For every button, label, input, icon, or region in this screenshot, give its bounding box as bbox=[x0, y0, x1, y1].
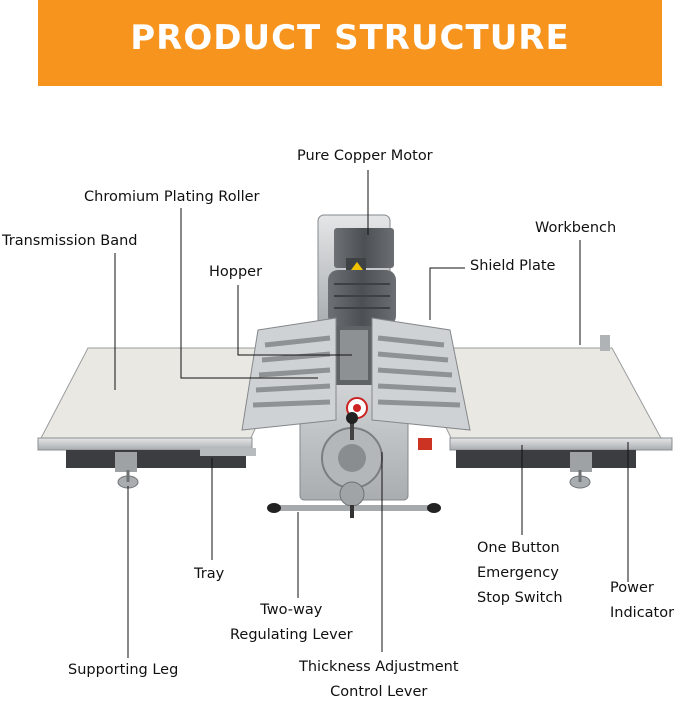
label-emergency-switch-line3: Stop Switch bbox=[477, 590, 563, 606]
label-supporting-leg: Supporting Leg bbox=[68, 662, 179, 678]
label-tray: Tray bbox=[194, 566, 225, 582]
motor bbox=[328, 228, 396, 326]
left-workbench bbox=[37, 347, 293, 468]
label-emergency-switch-line2: Emergency bbox=[477, 565, 559, 581]
label-regulating-lever-line1: Two-way bbox=[260, 602, 323, 618]
label-roller: Chromium Plating Roller bbox=[84, 189, 260, 205]
leader-roller bbox=[180, 208, 318, 379]
label-power-indicator-line1: Power bbox=[610, 580, 654, 596]
leader-shield-plate bbox=[429, 267, 465, 320]
supporting-legs bbox=[115, 452, 592, 489]
shield-plates bbox=[241, 317, 471, 431]
label-thickness-lever: Thickness Adjustment Control Lever bbox=[299, 655, 459, 705]
label-regulating-lever: Two-way Regulating Lever bbox=[230, 598, 353, 648]
label-shield-plate: Shield Plate bbox=[470, 258, 556, 274]
label-thickness-lever-line2: Control Lever bbox=[330, 684, 428, 700]
leader-hopper bbox=[237, 285, 352, 356]
leader-lines bbox=[114, 170, 629, 658]
banner-title: PRODUCT STRUCTURE bbox=[130, 18, 570, 58]
label-emergency-switch: One Button Emergency Stop Switch bbox=[477, 536, 563, 611]
label-regulating-lever-line2: Regulating Lever bbox=[230, 627, 353, 643]
label-workbench: Workbench bbox=[535, 220, 617, 236]
label-thickness-lever-line1: Thickness Adjustment bbox=[299, 659, 459, 675]
label-motor: Pure Copper Motor bbox=[297, 148, 433, 164]
title-banner: PRODUCT STRUCTURE bbox=[38, 0, 662, 86]
label-power-indicator-line2: Indicator bbox=[610, 605, 675, 621]
label-hopper: Hopper bbox=[209, 264, 263, 280]
label-power-indicator: Power Indicator bbox=[610, 576, 674, 626]
controls bbox=[267, 397, 441, 518]
label-emergency-switch-line1: One Button bbox=[477, 540, 560, 556]
label-transmission-band: Transmission Band bbox=[2, 233, 138, 249]
